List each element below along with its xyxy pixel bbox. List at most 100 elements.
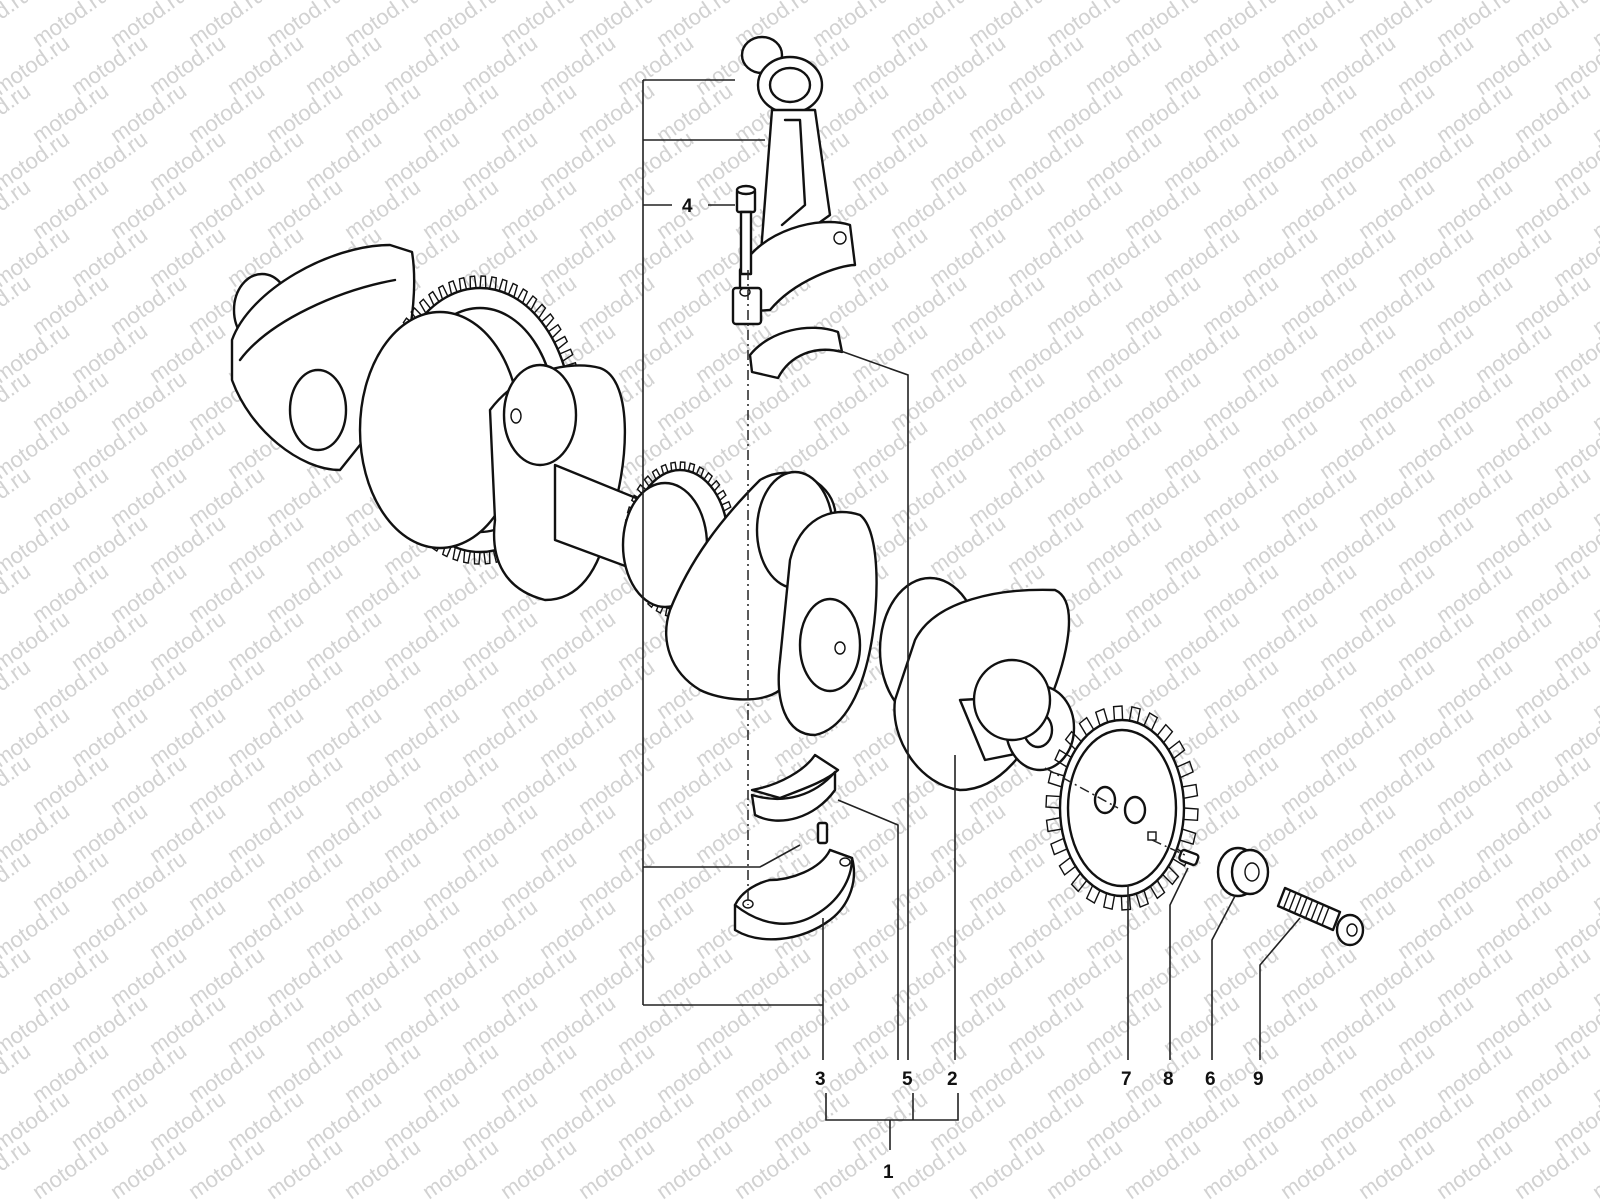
watermark-text: motod.ru [457, 222, 542, 292]
watermark-text: motod.ru [145, 222, 230, 292]
callout-1: 1 [883, 1162, 894, 1183]
watermark-text: motod.ru [1081, 1086, 1166, 1156]
watermark-text: motod.ru [184, 1134, 269, 1200]
watermark-text: motod.ru [1588, 1134, 1600, 1200]
watermark-text: motod.ru [106, 558, 191, 628]
watermark-text: motod.ru [1354, 1038, 1439, 1108]
watermark-text: motod.ru [1393, 414, 1478, 484]
watermark-text: motod.ru [301, 30, 386, 100]
watermark-text: motod.ru [1510, 1038, 1595, 1108]
gear-tooth [525, 294, 538, 311]
watermark-text: motod.ru [340, 558, 425, 628]
watermark-text: motod.ru [67, 30, 152, 100]
watermark-text: motod.ru [418, 1134, 503, 1200]
watermark-text: motod.ru [457, 702, 542, 772]
gear-tooth [488, 276, 498, 290]
watermark-text: motod.ru [1510, 174, 1595, 244]
watermark-text: motod.ru [1354, 366, 1439, 436]
gear-tooth [437, 284, 449, 300]
watermark-text: motod.ru [145, 414, 230, 484]
watermark-text: motod.ru [1354, 654, 1439, 724]
watermark-text: motod.ru [1042, 1134, 1127, 1200]
watermark-text: motod.ru [28, 558, 113, 628]
watermark-text: motod.ru [1471, 318, 1556, 388]
watermark-text: motod.ru [1393, 318, 1478, 388]
conrod-bolt [735, 184, 757, 276]
watermark-text: motod.ru [1276, 270, 1361, 340]
watermark-text: motod.ru [886, 462, 971, 532]
watermark-text: motod.ru [1042, 462, 1127, 532]
watermark-text: motod.ru [1588, 174, 1600, 244]
watermark-text: motod.ru [106, 942, 191, 1012]
watermark-text: motod.ru [496, 846, 581, 916]
watermark-text: motod.ru [691, 990, 776, 1060]
gear-tooth [462, 550, 472, 564]
watermark-text: motod.ru [301, 126, 386, 196]
watermark-text: motod.ru [340, 1134, 425, 1200]
watermark-text: motod.ru [574, 78, 659, 148]
watermark-text: motod.ru [1432, 558, 1517, 628]
gear-tooth [1054, 749, 1072, 768]
watermark-text: motod.ru [1315, 510, 1400, 580]
watermark-text: motod.ru [691, 126, 776, 196]
upper-bearing-shell [748, 326, 844, 380]
gear-tooth [554, 335, 569, 350]
watermark-text: motod.ru [1003, 414, 1088, 484]
watermark-text: motod.ru [1198, 558, 1283, 628]
watermark-text: motod.ru [418, 558, 503, 628]
watermark-text: motod.ru [652, 270, 737, 340]
watermark-text: motod.ru [145, 510, 230, 580]
callout-8: 8 [1163, 1069, 1174, 1090]
watermark-text: motod.ru [1510, 366, 1595, 436]
watermark-text: motod.ru [1471, 414, 1556, 484]
watermark-text: motod.ru [1237, 126, 1322, 196]
flange-nut [1216, 846, 1270, 898]
watermark-text: motod.ru [535, 30, 620, 100]
gear-tooth [498, 278, 508, 293]
watermark-text: motod.ru [1393, 510, 1478, 580]
watermark-text: motod.ru [28, 366, 113, 436]
watermark-text: motod.ru [1198, 270, 1283, 340]
watermark-text: motod.ru [691, 1086, 776, 1156]
screw-thread [1293, 894, 1303, 914]
watermark-text: motod.ru [28, 78, 113, 148]
watermark-text: motod.ru [925, 30, 1010, 100]
watermark-text: motod.ru [1432, 270, 1517, 340]
watermark-text: motod.ru [1315, 990, 1400, 1060]
watermark-text: motod.ru [1510, 654, 1595, 724]
watermark-text: motod.ru [691, 414, 776, 484]
watermark-text: motod.ru [496, 654, 581, 724]
gear-tooth [695, 465, 705, 478]
watermark-text: motod.ru [0, 270, 35, 340]
watermark-text: motod.ru [1588, 750, 1600, 820]
gear-tooth [1183, 807, 1199, 822]
watermark-text: motod.ru [964, 1038, 1049, 1108]
watermark-text: motod.ru [613, 222, 698, 292]
watermark-text: motod.ru [223, 510, 308, 580]
gear-tooth [710, 479, 721, 492]
watermark-text: motod.ru [106, 1134, 191, 1200]
watermark-text: motod.ru [925, 414, 1010, 484]
gear-tooth [1135, 890, 1150, 908]
watermark-text: motod.ru [1120, 558, 1205, 628]
gear-tooth [716, 489, 727, 501]
watermark-text: motod.ru [1159, 510, 1244, 580]
gear-tooth [418, 298, 432, 314]
gear-tooth [670, 461, 677, 472]
screw-thread [1321, 906, 1330, 926]
watermark-text: motod.ru [1471, 30, 1556, 100]
watermark-text: motod.ru [769, 990, 854, 1060]
watermark-text: motod.ru [925, 510, 1010, 580]
watermark-text: motod.ru [262, 1134, 347, 1200]
watermark-text: motod.ru [0, 174, 35, 244]
watermark-text: motod.ru [340, 1038, 425, 1108]
watermark-text: motod.ru [28, 1134, 113, 1200]
watermark-text: motod.ru [574, 654, 659, 724]
watermark-text: motod.ru [379, 990, 464, 1060]
watermark-text: motod.ru [613, 702, 698, 772]
watermark-text: motod.ru [1081, 126, 1166, 196]
watermark-text: motod.ru [1081, 510, 1166, 580]
watermark-text: motod.ru [1042, 1038, 1127, 1108]
gear-tooth [1182, 783, 1199, 799]
